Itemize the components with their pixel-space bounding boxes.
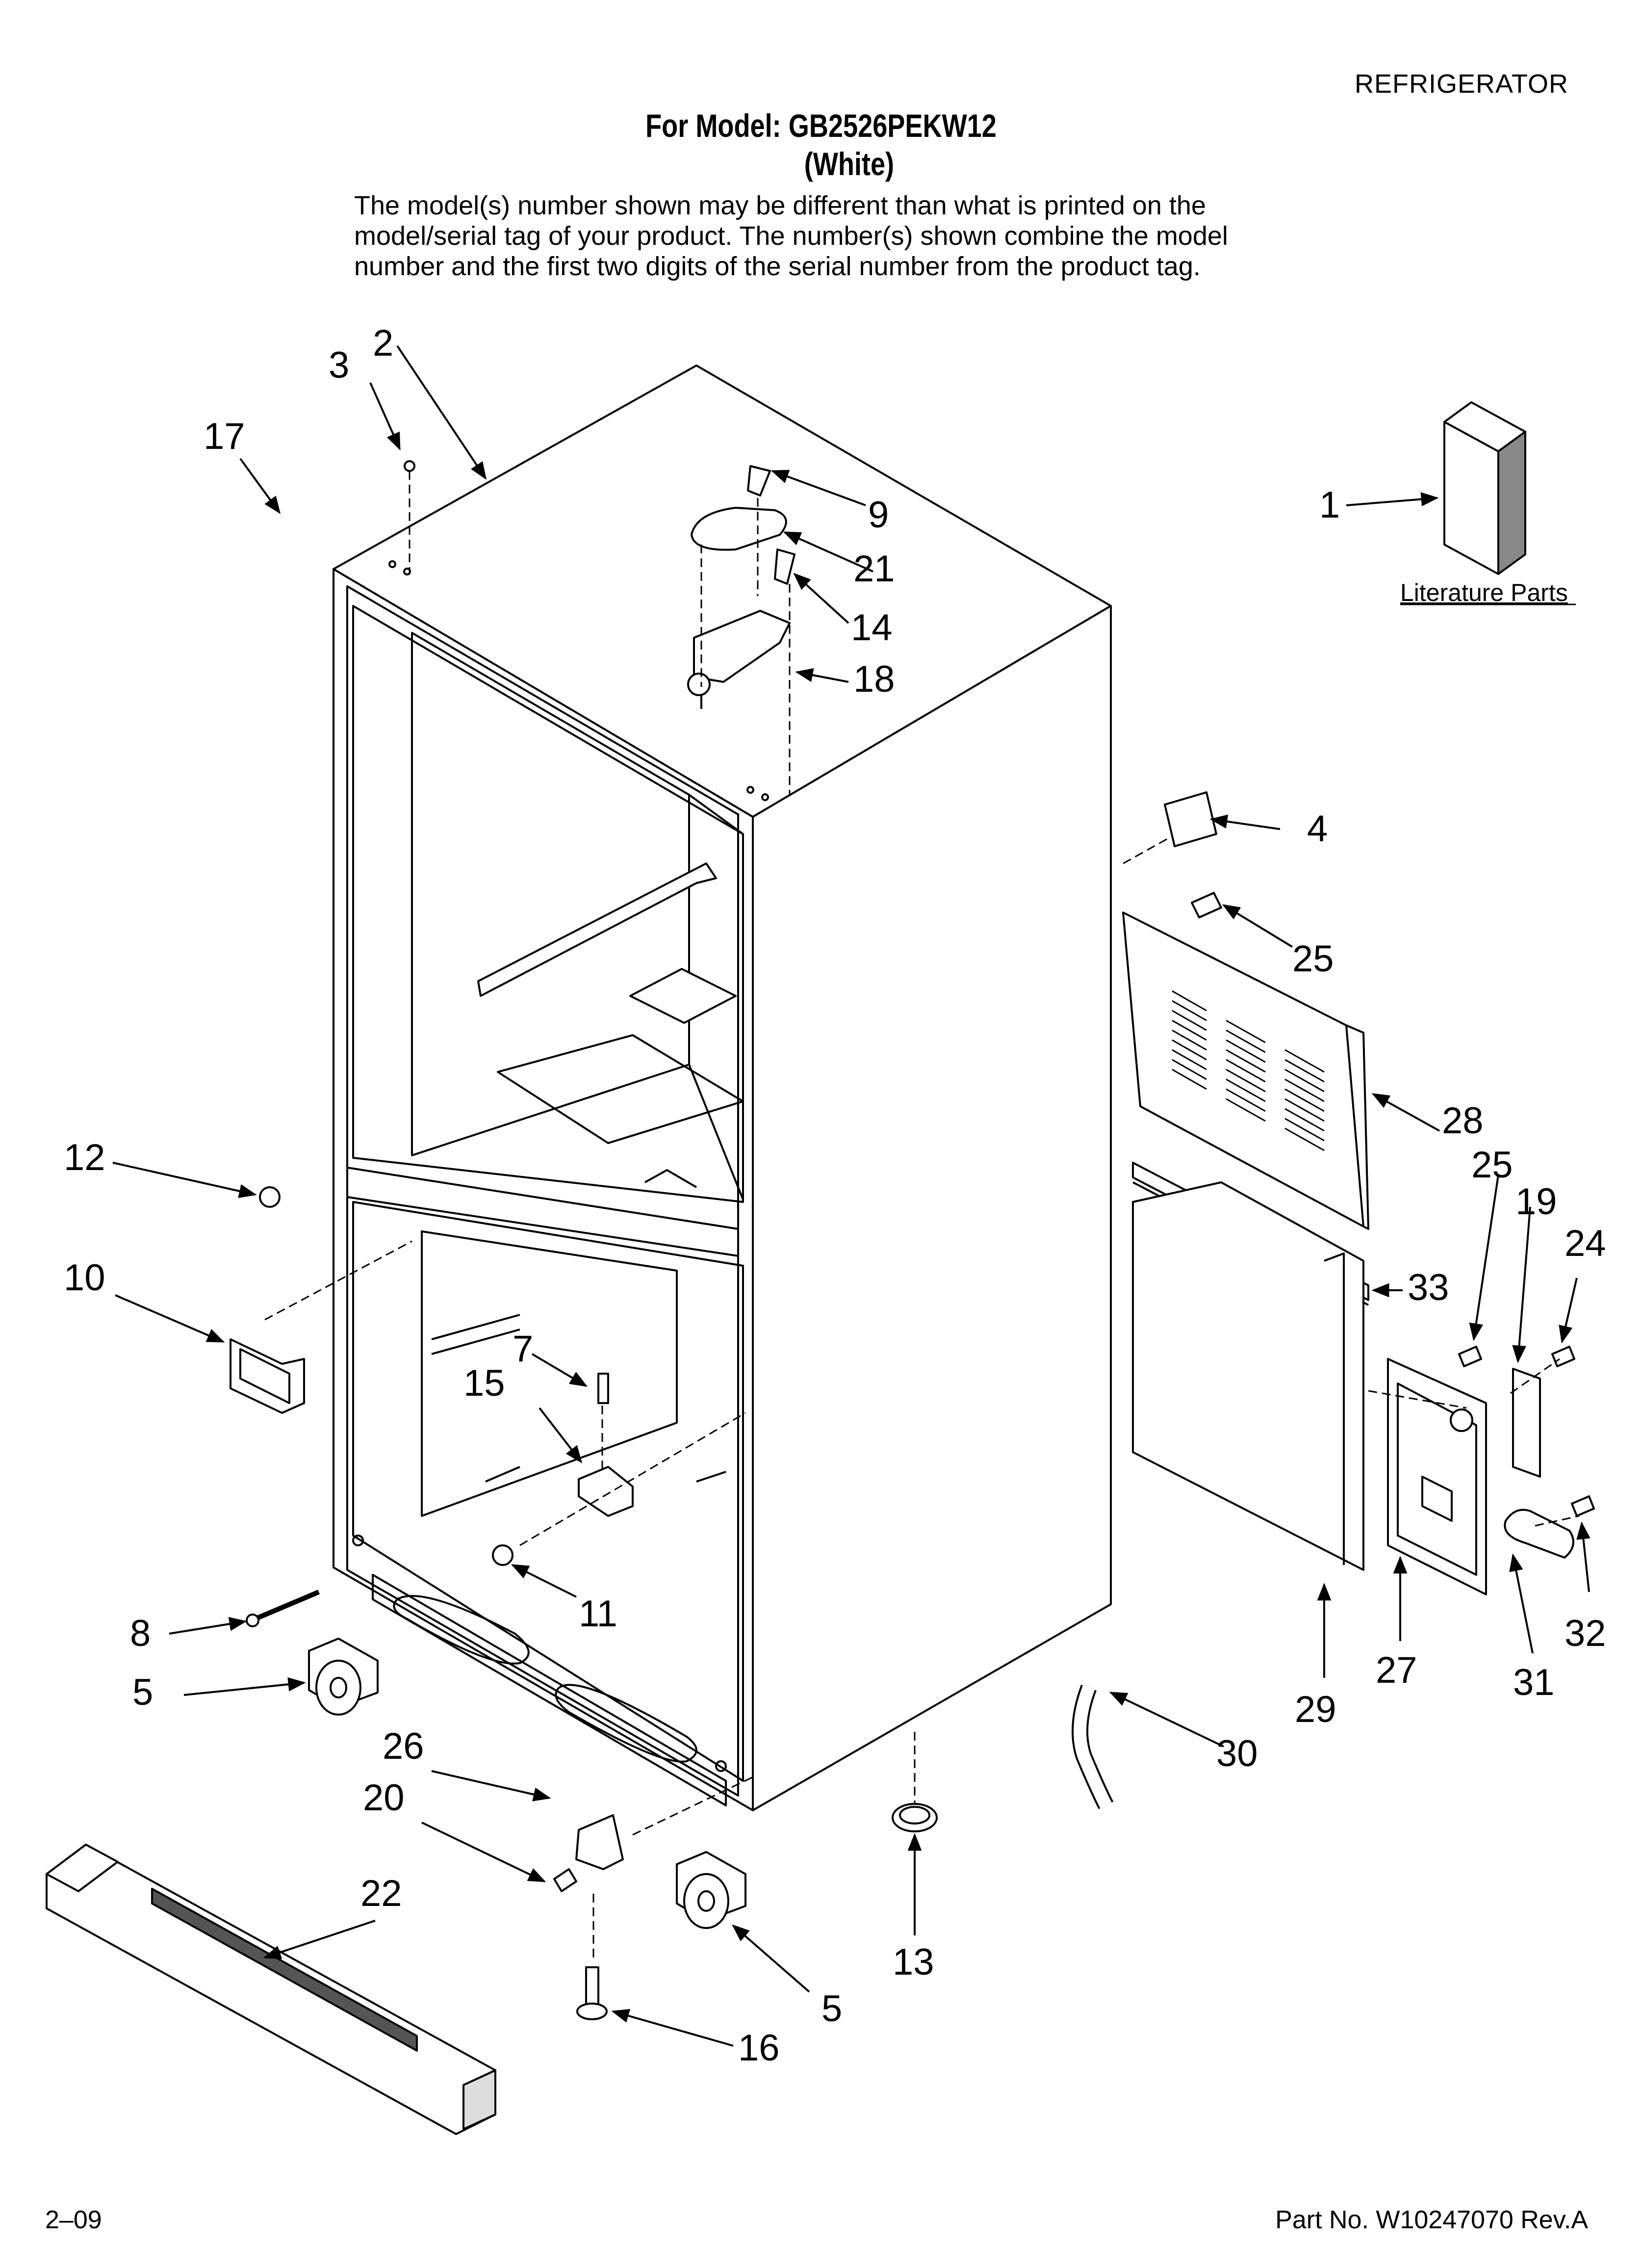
- callout-22: 22: [360, 1873, 402, 1914]
- literature-parts: [1443, 401, 1526, 575]
- callout-18: 18: [853, 658, 895, 700]
- callout-4: 4: [1307, 808, 1328, 850]
- callout-32: 32: [1565, 1613, 1606, 1654]
- disclaimer-line: model/serial tag of your product. The nu…: [354, 221, 1228, 251]
- literature-parts-label: Literature Parts: [1400, 579, 1568, 606]
- callout-29: 29: [1295, 1689, 1336, 1730]
- disclaimer-line: number and the first two digits of the s…: [354, 252, 1201, 281]
- callout-31: 31: [1513, 1662, 1555, 1703]
- callout-12: 12: [64, 1137, 105, 1178]
- callout-2: 2: [373, 322, 393, 364]
- callout-13: 13: [893, 1941, 934, 1983]
- callout-9: 9: [868, 494, 889, 536]
- callout-17: 17: [204, 416, 245, 457]
- callout-1: 1: [1319, 484, 1340, 526]
- callout-30: 30: [1216, 1733, 1258, 1774]
- callout-7: 7: [513, 1328, 533, 1370]
- callout-20: 20: [363, 1777, 405, 1819]
- toe-grille: [46, 1844, 496, 2135]
- callout-28: 28: [1442, 1100, 1484, 1142]
- cabinet: [333, 365, 1112, 1811]
- model-title: For Model: GB2526PEKW12: [645, 107, 997, 144]
- callout-labels: 1 2 3 4 5 5 7 8 9 10 11 12 13 14 15 16 1…: [64, 322, 1606, 2069]
- footer-date: 2–09: [45, 2206, 102, 2234]
- callout-19: 19: [1515, 1181, 1557, 1223]
- footer-part-number: Part No. W10247070 Rev.A: [1275, 2206, 1588, 2234]
- callout-25b: 25: [1471, 1144, 1513, 1186]
- callout-5b: 5: [821, 1988, 842, 2030]
- callout-8: 8: [130, 1613, 151, 1654]
- roller-rear: [676, 1851, 746, 1929]
- callout-21: 21: [853, 548, 895, 590]
- callout-27: 27: [1376, 1649, 1417, 1691]
- callout-10: 10: [64, 1257, 105, 1299]
- callout-16: 16: [738, 2027, 780, 2069]
- header-category: REFRIGERATOR: [1354, 69, 1568, 99]
- callout-5: 5: [132, 1671, 153, 1713]
- callout-14: 14: [851, 607, 893, 649]
- callout-11: 11: [579, 1593, 617, 1635]
- model-color: (White): [804, 146, 895, 182]
- callout-26: 26: [383, 1725, 424, 1767]
- control-module: [230, 1338, 305, 1414]
- callout-24: 24: [1565, 1223, 1606, 1264]
- roller-front: [308, 1638, 379, 1716]
- disclaimer-line: The model(s) number shown may be differe…: [354, 191, 1206, 220]
- disclaimer: The model(s) number shown may be differe…: [354, 190, 1384, 282]
- access-panel: [1122, 912, 1369, 1230]
- callout-25: 25: [1292, 938, 1334, 980]
- callout-3: 3: [329, 344, 349, 386]
- callout-15: 15: [463, 1362, 505, 1404]
- callout-33: 33: [1408, 1267, 1449, 1308]
